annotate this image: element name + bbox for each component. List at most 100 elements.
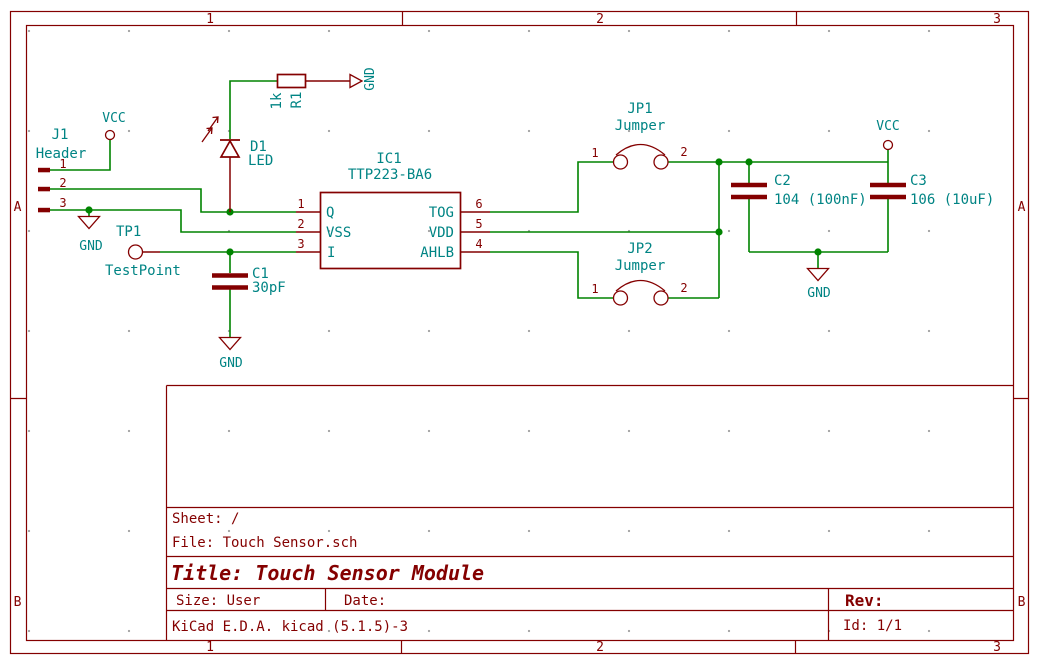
power-gnd-r1[interactable]: GND [305, 67, 379, 91]
r1-value[interactable]: 1k [269, 92, 285, 109]
wire-j1pin1-vcc[interactable] [48, 140, 111, 171]
junction-dot [715, 158, 723, 166]
ic1-value[interactable]: TTP223-BA6 [348, 167, 432, 183]
power-gnd-caps[interactable]: GND [806, 267, 831, 302]
power-gnd-j1[interactable]: GND [77, 215, 103, 255]
ic1-pin4-number: 4 [475, 237, 482, 251]
j1-pin1-pad [38, 167, 50, 173]
r1-body [276, 73, 307, 89]
ic1-pin3-number: 3 [297, 237, 304, 251]
vcc-circle [882, 139, 894, 151]
gnd-triangle-right [349, 73, 364, 89]
jp2-pad2-circle [653, 290, 669, 306]
ic1-pin5-name: VDD [429, 225, 454, 241]
wire-j1pin2-q[interactable] [48, 188, 296, 213]
jp1-pad2-circle [653, 154, 669, 170]
j1-pin1-number: 1 [59, 157, 66, 171]
d1-value[interactable]: LED [248, 153, 273, 169]
wire-ahlb-jp2[interactable] [490, 251, 613, 299]
junction-dot [715, 228, 723, 236]
zone-label-left-b: B [14, 595, 22, 610]
jp2-pin1-number: 1 [591, 282, 598, 296]
frame-zone-dividers [10, 11, 1029, 654]
jp1-pad1-circle [612, 154, 629, 170]
zone-label-right-a: A [1018, 200, 1026, 215]
ic1-pin6-number: 6 [475, 197, 482, 211]
jumper-jp2[interactable]: 1 2 JP2 Jumper [591, 241, 688, 306]
c3-plates [870, 182, 906, 200]
c2-value[interactable]: 104 (100nF) [774, 192, 867, 208]
testpoint-tp1[interactable]: TP1 TestPoint [105, 224, 181, 279]
zone-label-bottom-3: 3 [993, 640, 1001, 655]
title-block-title: Title: Touch Sensor Module [171, 561, 484, 585]
capacitor-c2[interactable]: C2 104 (100nF) [731, 173, 867, 208]
ic1-body [319, 191, 462, 270]
title-block-file: File: Touch Sensor.sch [172, 535, 357, 551]
tp1-reference[interactable]: TP1 [116, 224, 141, 240]
jp1-pin2-number: 2 [680, 145, 687, 159]
j1-pin3-pad [38, 207, 50, 213]
c1-reference[interactable]: C1 [252, 266, 269, 282]
junction-dot [814, 248, 822, 256]
resistor-r1[interactable]: 1k R1 [269, 73, 307, 110]
c3-reference[interactable]: C3 [910, 173, 927, 189]
d1-reference[interactable]: D1 [250, 139, 267, 155]
j1-pin3-number: 3 [59, 196, 66, 210]
sheet-frame: 1 2 3 1 2 3 A B A B [9, 10, 1030, 655]
connector-j1[interactable]: 1 2 3 J1 Header [36, 127, 87, 213]
wires [48, 80, 889, 337]
title-block-size: Size: User [176, 593, 260, 609]
zone-label-top-1: 1 [206, 12, 214, 27]
r1-reference[interactable]: R1 [289, 92, 305, 109]
wire-led-r1[interactable] [229, 80, 277, 139]
tp1-value[interactable]: TestPoint [105, 263, 181, 279]
frame-outer-border [9, 10, 1030, 655]
wire-j1pin3-vss[interactable] [48, 209, 296, 233]
zone-label-left-a: A [14, 200, 22, 215]
jp2-pad1-circle [612, 290, 629, 306]
j1-value[interactable]: Header [36, 146, 87, 162]
gnd-label: GND [219, 356, 243, 371]
grid-dots [27, 26, 1013, 640]
tp1-pad-circle [127, 244, 144, 260]
gnd-label: GND [807, 286, 831, 301]
junction-dot [745, 158, 753, 166]
capacitor-c3[interactable]: C3 106 (10uF) [870, 173, 994, 208]
c1-value[interactable]: 30pF [252, 280, 286, 296]
title-block-lines [165, 384, 1014, 641]
power-gnd-c1[interactable]: GND [218, 336, 243, 372]
led-d1[interactable]: D1 LED [201, 116, 273, 212]
ic1-pin3-name: I [327, 245, 335, 261]
junction-dot [85, 206, 93, 214]
c2-plates [731, 182, 767, 200]
d1-triangle [219, 139, 241, 158]
title-block: Sheet: / File: Touch Sensor.sch Title: T… [165, 384, 1014, 641]
gnd-triangle [806, 267, 830, 282]
capacitor-c1[interactable]: C1 30pF [212, 266, 286, 296]
j1-reference[interactable]: J1 [52, 127, 69, 143]
jp1-reference[interactable]: JP1 [627, 101, 652, 117]
ic1-reference[interactable]: IC1 [376, 151, 401, 167]
ic-ic1[interactable]: IC1 TTP223-BA6 1 2 3 6 5 4 Q VSS I TOG V… [296, 151, 490, 270]
title-block-date: Date: [344, 593, 386, 609]
d1-light-arrows [201, 116, 219, 143]
jp2-reference[interactable]: JP2 [627, 241, 652, 257]
jp2-arc [615, 279, 666, 292]
gnd-triangle [77, 215, 101, 230]
title-block-rev: Rev: [845, 591, 884, 610]
jumper-jp1[interactable]: 1 2 JP1 Jumper [591, 101, 688, 170]
power-vcc-right[interactable]: VCC [876, 119, 900, 151]
c3-value[interactable]: 106 (10uF) [910, 192, 994, 208]
vcc-circle [104, 129, 116, 141]
wire-tog-jp1[interactable] [490, 161, 613, 213]
jp1-value[interactable]: Jumper [615, 118, 666, 134]
jp2-value[interactable]: Jumper [615, 258, 666, 274]
zone-label-top-2: 2 [596, 12, 604, 27]
zone-label-top-3: 3 [993, 12, 1001, 27]
c2-reference[interactable]: C2 [774, 173, 791, 189]
zone-label-bottom-2: 2 [596, 640, 604, 655]
ic1-pin6-name: TOG [429, 205, 454, 221]
ic1-pin1-name: Q [326, 205, 334, 221]
power-vcc-left[interactable]: VCC [102, 111, 126, 141]
